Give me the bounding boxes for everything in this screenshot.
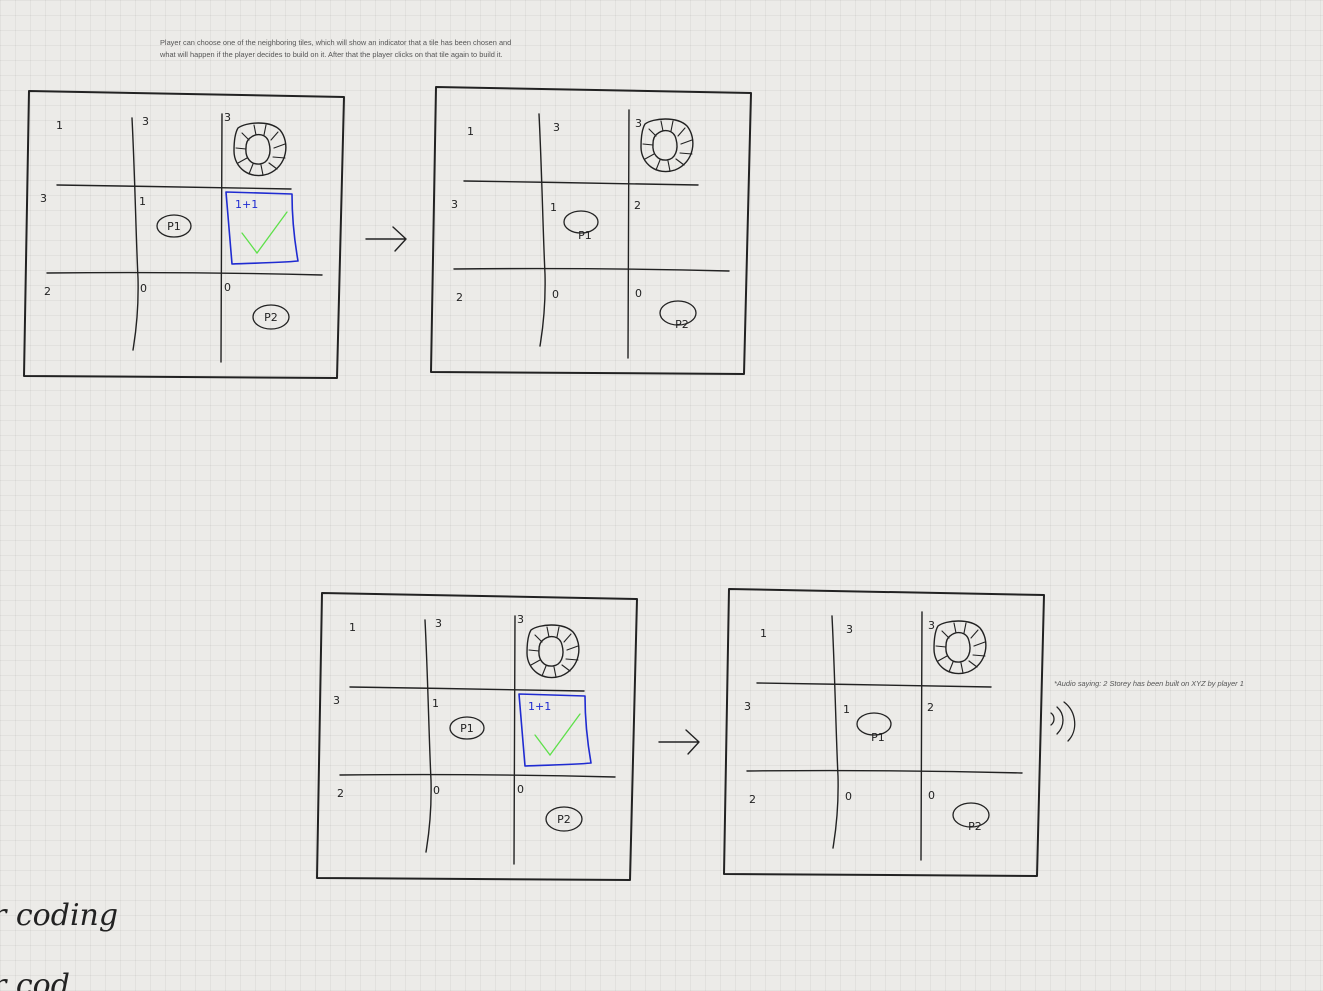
tile-label: 1 — [432, 697, 439, 710]
selected-tile-label: 1+1 — [235, 198, 258, 211]
instruction-line-2: what will happen if the player decides t… — [160, 49, 503, 59]
tile-label: 1 — [467, 125, 474, 138]
tile-label: 3 — [517, 613, 524, 626]
audio-note: *Audio saying: 2 Storey has been built o… — [1054, 679, 1244, 688]
player-2-token: P2 — [557, 813, 571, 826]
tile-label: 1 — [843, 703, 850, 716]
tile-label: 0 — [552, 288, 559, 301]
selected-tile-label: 1+1 — [528, 700, 551, 713]
player-2-token: P2 — [675, 318, 689, 331]
built-tile-label: 2 — [634, 199, 641, 212]
board-selected-top: 1 3 3 3 1 1+1 2 0 0 P1 P2 — [23, 90, 345, 379]
tile-label: 1 — [349, 621, 356, 634]
tile-label: 0 — [635, 287, 642, 300]
tile-label: 3 — [928, 619, 935, 632]
arrow-icon — [365, 226, 407, 252]
player-1-token: P1 — [871, 731, 885, 744]
tile-label: 3 — [435, 617, 442, 630]
tile-label: 2 — [456, 291, 463, 304]
tile-label: 0 — [928, 789, 935, 802]
player-2-token: P2 — [968, 820, 982, 833]
sound-wave-icon — [1050, 701, 1076, 742]
tile-label: 1 — [56, 119, 63, 132]
tile-label: 2 — [337, 787, 344, 800]
tile-label: 3 — [142, 115, 149, 128]
tile-label: 0 — [517, 783, 524, 796]
player-1-token: P1 — [167, 220, 181, 233]
board-built-top: 1 3 3 3 1 2 2 0 0 P1 P2 — [430, 86, 752, 375]
tile-label: 3 — [40, 192, 47, 205]
tile-label: 3 — [846, 623, 853, 636]
instruction-note: Player can choose one of the neighboring… — [160, 37, 580, 60]
board-built-bottom: 1 3 3 3 1 2 2 0 0 P1 P2 — [723, 588, 1045, 877]
tile-label: 0 — [140, 282, 147, 295]
tile-label: 1 — [550, 201, 557, 214]
player-2-token: P2 — [264, 311, 278, 324]
tile-label: 3 — [224, 111, 231, 124]
tile-label: 1 — [760, 627, 767, 640]
tile-label: 0 — [224, 281, 231, 294]
handwritten-note: r coding — [0, 898, 118, 933]
arrow-icon — [658, 729, 700, 755]
tile-label: 3 — [635, 117, 642, 130]
handwritten-note: r cod. — [0, 968, 79, 991]
player-1-token: P1 — [578, 229, 592, 242]
tile-label: 2 — [44, 285, 51, 298]
player-1-token: P1 — [460, 722, 474, 735]
tile-label: 3 — [451, 198, 458, 211]
board-selected-bottom: 1 3 3 3 1 1+1 2 0 0 P1 P2 — [316, 592, 638, 881]
tile-label: 3 — [744, 700, 751, 713]
tile-label: 1 — [139, 195, 146, 208]
tile-label: 0 — [433, 784, 440, 797]
tile-label: 0 — [845, 790, 852, 803]
tile-label: 3 — [333, 694, 340, 707]
built-tile-label: 2 — [927, 701, 934, 714]
tile-label: 3 — [553, 121, 560, 134]
instruction-line-1: Player can choose one of the neighboring… — [160, 38, 512, 47]
tile-label: 2 — [749, 793, 756, 806]
